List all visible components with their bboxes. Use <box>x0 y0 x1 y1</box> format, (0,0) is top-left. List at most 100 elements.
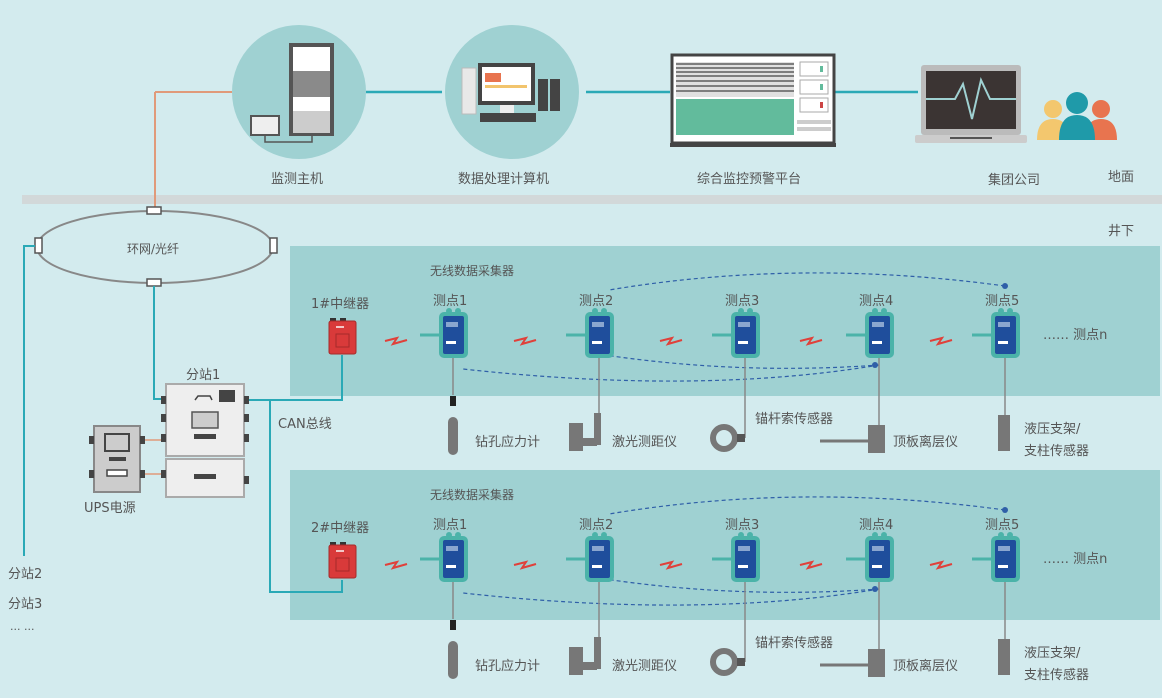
point-label-5: 测点5 <box>985 294 1020 309</box>
anchor-cable-sensor-icon <box>737 658 745 666</box>
sensor-label-laser: 激光测距仪 <box>612 659 678 674</box>
point-label-1: 测点1 <box>433 518 468 533</box>
point-label-2: 测点2 <box>579 518 614 533</box>
can-bus-2 <box>269 400 343 593</box>
ground-underground-divider <box>22 195 1162 204</box>
relay-node <box>872 362 878 368</box>
relay-path <box>604 354 880 369</box>
hydraulic-support-sensor-icon <box>998 639 1010 675</box>
wireless-collector-icon <box>846 532 894 649</box>
label-can-bus: CAN总线 <box>278 417 332 432</box>
zone-label-underground: 井下 <box>1108 224 1135 239</box>
relay-node <box>1002 283 1008 289</box>
label-data-computer: 数据处理计算机 <box>458 172 550 187</box>
collector-title: 无线数据采集器 <box>430 264 515 278</box>
wireless-signal-icon <box>513 560 537 570</box>
repeater-icon <box>328 318 357 355</box>
zone-label-ground: 地面 <box>1108 170 1135 185</box>
warning-platform-icon <box>670 53 836 147</box>
anchor-cable-sensor-icon <box>710 648 738 676</box>
wireless-collector-icon <box>846 308 894 425</box>
relay-node <box>872 586 878 592</box>
repeater-label: 1#中继器 <box>311 297 370 312</box>
relay-path <box>462 364 880 382</box>
link-ring-substation <box>153 286 166 400</box>
substation-1-icon <box>161 383 249 498</box>
wireless-signal-icon <box>659 560 683 570</box>
label-substation-1: 分站1 <box>186 368 221 383</box>
wireless-signal-icon <box>799 560 823 570</box>
point-label-2: 测点2 <box>579 294 614 309</box>
can-bus-1 <box>248 355 343 401</box>
hydraulic-support-sensor-icon <box>998 415 1010 451</box>
collector-title: 无线数据采集器 <box>430 488 515 502</box>
wireless-signal-icon <box>384 560 408 570</box>
relay-path <box>604 578 880 593</box>
wireless-collector-icon <box>420 308 468 395</box>
laser-rangefinder-icon <box>569 637 601 675</box>
borehole-stress-gauge-icon <box>450 620 456 630</box>
wireless-signal-icon <box>659 336 683 346</box>
laser-rangefinder-icon <box>569 413 601 451</box>
anchor-cable-sensor-icon <box>737 434 745 442</box>
label-more-substations: ... ... <box>10 620 35 633</box>
group-company-icon <box>915 65 1117 143</box>
wireless-collector-icon <box>972 532 1020 639</box>
wireless-signal-icon <box>799 336 823 346</box>
label-substation-3: 分站3 <box>8 597 43 612</box>
sensor-label-borehole: 钻孔应力计 <box>475 435 541 450</box>
anchor-cable-sensor-icon <box>710 424 738 452</box>
sensor-label-hydraulic-1: 液压支架/ <box>1024 422 1081 437</box>
relay-path <box>462 588 880 606</box>
label-ring-network: 环网/光纤 <box>127 242 180 256</box>
wireless-signal-icon <box>513 336 537 346</box>
label-monitor-host: 监测主机 <box>271 172 324 187</box>
segment-2 <box>328 496 1020 679</box>
wireless-collector-icon <box>712 532 760 662</box>
label-ups: UPS电源 <box>84 501 136 516</box>
ups-power-icon <box>89 425 161 493</box>
repeater-icon <box>328 542 357 579</box>
roof-separation-icon <box>820 649 885 677</box>
link-other-substations <box>23 245 35 556</box>
point-label-1: 测点1 <box>433 294 468 309</box>
relay-path <box>608 272 1006 291</box>
sensor-label-anchor: 锚杆索传感器 <box>755 412 834 427</box>
monitor-host-icon <box>232 25 366 159</box>
borehole-stress-gauge-icon <box>448 641 458 679</box>
segment-1 <box>328 272 1020 455</box>
data-computer-icon <box>445 25 579 159</box>
label-group-company: 集团公司 <box>988 173 1041 188</box>
label-platform: 综合监控预警平台 <box>697 172 802 187</box>
sensor-label-anchor: 锚杆索传感器 <box>755 636 834 651</box>
label-substation-2: 分站2 <box>8 567 43 582</box>
sensor-label-hydraulic-1: 液压支架/ <box>1024 646 1081 661</box>
sensor-label-hydraulic-2: 支柱传感器 <box>1024 668 1090 683</box>
point-label-4: 测点4 <box>859 518 894 533</box>
sensor-label-roof: 顶板离层仪 <box>893 659 959 674</box>
borehole-stress-gauge-icon <box>450 396 456 406</box>
wireless-signal-icon <box>929 560 953 570</box>
wireless-collector-icon <box>712 308 760 438</box>
borehole-stress-gauge-icon <box>448 417 458 455</box>
repeater-label: 2#中继器 <box>311 521 370 536</box>
roof-separation-icon <box>820 425 885 453</box>
wireless-collector-icon <box>566 532 614 639</box>
sensor-label-laser: 激光测距仪 <box>612 435 678 450</box>
point-label-5: 测点5 <box>985 518 1020 533</box>
wireless-signal-icon <box>929 336 953 346</box>
point-label-4: 测点4 <box>859 294 894 309</box>
more-points-label: …… 测点n <box>1043 552 1108 567</box>
sensor-label-borehole: 钻孔应力计 <box>475 659 541 674</box>
relay-path <box>608 496 1006 515</box>
wireless-collector-icon <box>420 532 468 619</box>
more-points-label: …… 测点n <box>1043 328 1108 343</box>
sensor-label-hydraulic-2: 支柱传感器 <box>1024 444 1090 459</box>
point-label-3: 测点3 <box>725 294 760 309</box>
wireless-collector-icon <box>972 308 1020 415</box>
sensor-label-roof: 顶板离层仪 <box>893 435 959 450</box>
relay-node <box>1002 507 1008 513</box>
point-label-3: 测点3 <box>725 518 760 533</box>
wireless-signal-icon <box>384 336 408 346</box>
